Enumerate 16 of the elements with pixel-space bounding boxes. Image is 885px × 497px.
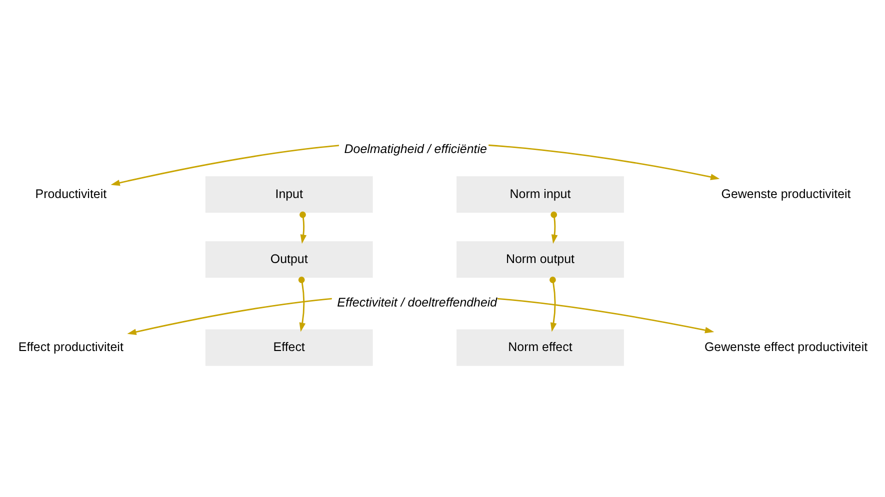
arrow [300, 211, 307, 244]
node-text: Effect productiviteit [18, 339, 124, 354]
node-box: Norm effect [456, 328, 624, 366]
arrow [298, 276, 306, 332]
arrow [550, 276, 557, 332]
node-text: Gewenste productiviteit [721, 186, 851, 200]
node-box: Input [205, 176, 373, 212]
node-text: Productiviteit [35, 186, 107, 200]
edge-label: Effectiviteit / doeltreffendheid [337, 294, 498, 309]
node-text: Gewenste effect productiviteit [704, 339, 868, 354]
node-box: Output [205, 240, 373, 278]
node-box: Norm input [456, 176, 624, 212]
node-box: Norm output [456, 240, 624, 278]
node-box: Effect [205, 328, 373, 366]
arrow [550, 211, 558, 244]
edge-label: Doelmatigheid / efficiëntie [344, 142, 487, 156]
